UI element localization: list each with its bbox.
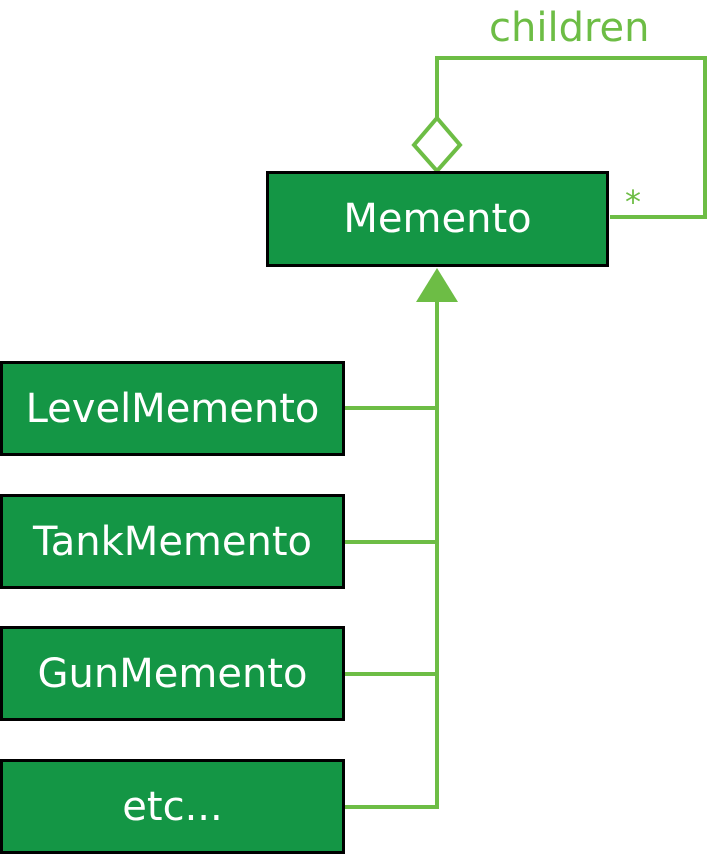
class-box-etc: etc... bbox=[0, 759, 345, 854]
class-box-gun-memento: GunMemento bbox=[0, 626, 345, 721]
aggregation-diamond bbox=[411, 114, 463, 175]
association-label: children bbox=[489, 5, 650, 51]
class-box-memento: Memento bbox=[266, 171, 609, 267]
inheritance-arrowhead bbox=[416, 268, 458, 302]
multiplicity-label: * bbox=[625, 183, 641, 221]
children-association-line bbox=[435, 56, 707, 219]
class-box-tank-memento: TankMemento bbox=[0, 494, 345, 589]
class-box-level-memento: LevelMemento bbox=[0, 361, 345, 456]
